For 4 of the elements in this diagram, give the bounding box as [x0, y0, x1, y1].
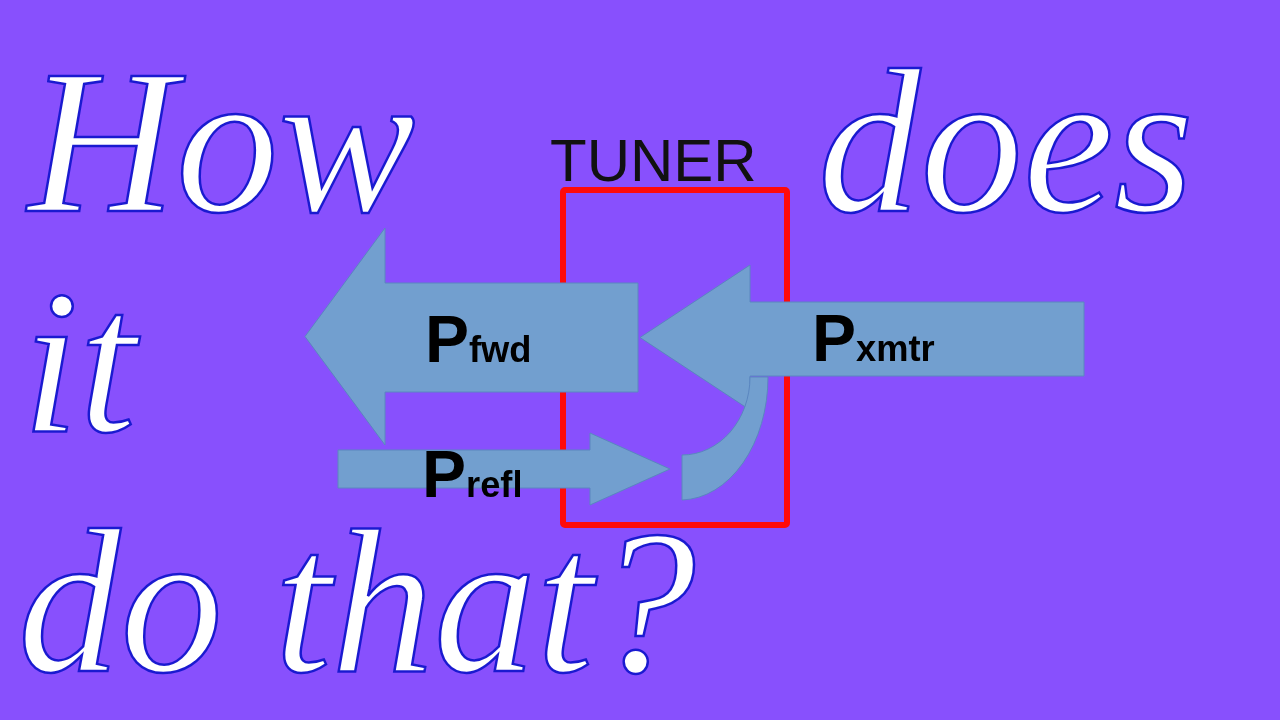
box-title: TUNER: [550, 131, 757, 191]
heading-word: does: [818, 45, 1194, 240]
heading-word: How: [28, 45, 416, 240]
heading-word: do that?: [18, 505, 696, 700]
